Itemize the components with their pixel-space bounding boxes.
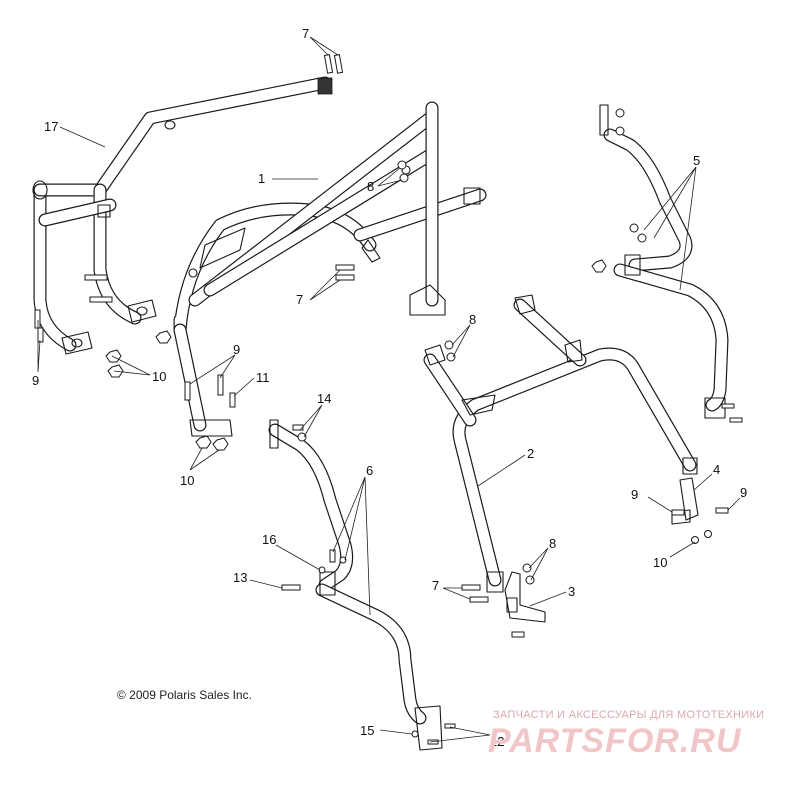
callout-13: 13 [233, 570, 247, 585]
callout-14: 14 [317, 391, 331, 406]
callout-7-lower: 7 [432, 578, 439, 593]
callout-7-middle: 7 [296, 292, 303, 307]
callout-2: 2 [527, 446, 534, 461]
callout-3: 3 [568, 584, 575, 599]
callout-10-left: 10 [152, 369, 166, 384]
callout-9-right-b: 9 [740, 485, 747, 500]
callout-4: 4 [713, 462, 720, 477]
side-bar-5 [599, 104, 729, 419]
callout-17: 17 [44, 119, 58, 134]
callout-12: 12 [490, 734, 504, 749]
bracket-4 [671, 477, 699, 525]
callout-7-top: 7 [302, 26, 309, 41]
callout-16: 16 [262, 532, 276, 547]
front-cage-1 [173, 101, 487, 437]
callout-8-top: 8 [367, 179, 374, 194]
bracket-3 [504, 571, 546, 623]
leader-lines [37, 36, 741, 743]
rear-cage-2 [423, 294, 698, 593]
fasteners [34, 54, 743, 745]
callout-9-left: 9 [32, 373, 39, 388]
watermark-tagline: ЗАПЧАСТИ И АКСЕССУАРЫ ДЛЯ МОТОТЕХНИКИ [493, 709, 765, 721]
watermark-logo: PARTSFOR.RU [488, 722, 742, 760]
callout-11: 11 [256, 370, 270, 385]
callout-8-middle: 8 [469, 312, 476, 327]
callout-8-lower: 8 [549, 536, 556, 551]
callout-labels: 1 2 3 4 5 6 7 7 7 8 8 8 9 9 9 9 10 10 10… [32, 26, 747, 749]
callout-10-right: 10 [653, 555, 667, 570]
callout-1: 1 [258, 171, 265, 186]
callout-9-right-a: 9 [631, 487, 638, 502]
callout-9-center: 9 [233, 342, 240, 357]
callout-6: 6 [366, 463, 373, 478]
callout-5: 5 [693, 153, 700, 168]
callout-15: 15 [360, 723, 374, 738]
side-bar-6 [268, 419, 443, 751]
copyright-text: © 2009 Polaris Sales Inc. [117, 688, 252, 702]
callout-10-center: 10 [180, 473, 194, 488]
